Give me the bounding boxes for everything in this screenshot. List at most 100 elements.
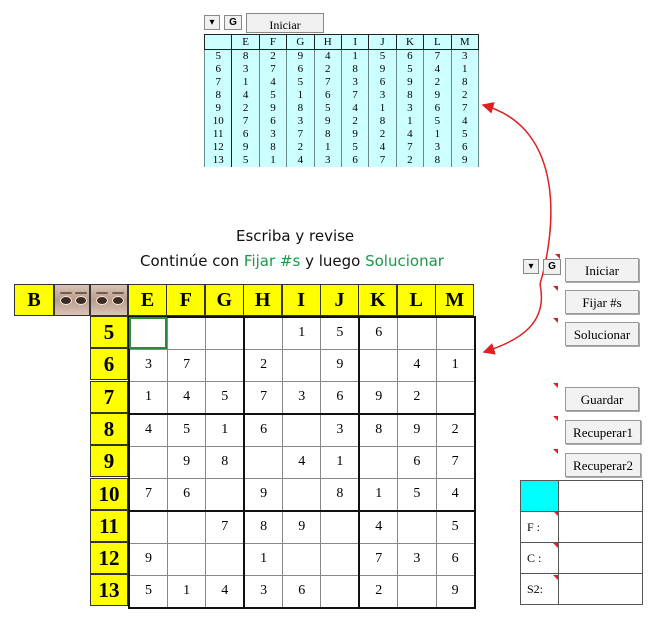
top-start-button[interactable]: Iniciar — [246, 13, 324, 33]
sudoku-cell[interactable] — [435, 315, 476, 350]
sudoku-cell[interactable]: 2 — [435, 412, 476, 447]
sudoku-cell[interactable]: 9 — [397, 412, 437, 447]
side-g-button[interactable]: G — [543, 259, 561, 275]
sudoku-cell[interactable] — [166, 509, 207, 544]
preview-col-header: I — [340, 34, 370, 50]
sudoku-cell[interactable] — [166, 315, 207, 350]
comment-marker — [553, 416, 558, 421]
sudoku-cell[interactable] — [397, 574, 437, 609]
sudoku-cell[interactable]: 5 — [397, 477, 437, 512]
sudoku-cell[interactable]: 1 — [358, 477, 399, 512]
sudoku-cell[interactable]: 6 — [397, 445, 437, 479]
sudoku-cell[interactable]: 3 — [397, 542, 437, 576]
arrow-to-grid — [482, 283, 543, 355]
sudoku-cell[interactable]: 1 — [243, 542, 284, 576]
preview-cell: 2 — [368, 128, 397, 141]
preview-cell: 6 — [395, 49, 425, 63]
row-label-5: 5 — [90, 316, 128, 348]
top-g-button[interactable]: G — [224, 15, 242, 30]
sudoku-cell[interactable]: 9 — [127, 542, 168, 576]
preview-cell: 9 — [423, 89, 452, 102]
column-header-i: I — [281, 284, 321, 316]
preview-cell: 2 — [450, 89, 480, 102]
s2-value-cell[interactable] — [558, 573, 643, 605]
guardar-button[interactable]: Guardar — [565, 387, 639, 411]
preview-cell: 4 — [450, 115, 480, 128]
sudoku-cell[interactable]: 2 — [358, 574, 399, 609]
sudoku-cell[interactable] — [320, 574, 360, 609]
sudoku-cell[interactable] — [282, 412, 322, 447]
preview-cell: 9 — [258, 102, 288, 115]
column-header-j: J — [320, 284, 359, 316]
sudoku-cell[interactable]: 3 — [243, 574, 284, 609]
sudoku-cell[interactable]: 8 — [243, 509, 284, 544]
sudoku-cell[interactable]: 6 — [435, 542, 476, 576]
arrow-to-preview — [481, 102, 552, 285]
sudoku-cell[interactable]: 1 — [435, 348, 476, 383]
sudoku-cell[interactable]: 4 — [205, 574, 245, 609]
preview-cell: 4 — [286, 154, 315, 167]
sudoku-cell[interactable]: 7 — [205, 509, 245, 544]
sudoku-cell[interactable]: 9 — [435, 574, 476, 609]
sudoku-cell[interactable]: 5 — [435, 509, 476, 544]
sudoku-cell[interactable]: 4 — [397, 348, 437, 383]
preview-cell: 6 — [368, 76, 397, 89]
recuperar1-button[interactable]: Recuperar1 — [565, 420, 641, 444]
sudoku-cell[interactable]: 9 — [358, 381, 399, 415]
sudoku-cell[interactable] — [205, 348, 245, 383]
sudoku-cell[interactable]: 7 — [127, 477, 168, 512]
iniciar-button[interactable]: Iniciar — [565, 258, 639, 282]
f-value-cell[interactable] — [558, 511, 643, 543]
preview-cell: 4 — [368, 141, 397, 154]
sudoku-cell[interactable]: 4 — [358, 509, 399, 544]
sudoku-cell[interactable]: 1 — [320, 445, 360, 479]
sudoku-cell[interactable]: 8 — [205, 445, 245, 479]
row-label-12: 12 — [90, 542, 128, 575]
solucionar-button[interactable]: Solucionar — [565, 322, 639, 346]
preview-cell: 1 — [450, 63, 480, 76]
sudoku-cell[interactable]: 7 — [166, 348, 207, 383]
sudoku-cell[interactable]: 4 — [435, 477, 476, 512]
c-value-cell[interactable] — [558, 542, 643, 574]
row-label-13: 13 — [90, 574, 128, 607]
sudoku-cell[interactable]: 9 — [282, 509, 322, 544]
instruction-text-mid: y luego — [300, 252, 366, 270]
preview-cell: 7 — [450, 102, 480, 115]
sudoku-cell[interactable]: 6 — [282, 574, 322, 609]
sudoku-cell[interactable] — [205, 477, 245, 512]
c-label: C : — [520, 542, 559, 574]
sudoku-cell[interactable]: 6 — [166, 477, 207, 512]
sudoku-cell[interactable]: 3 — [320, 412, 360, 447]
sudoku-cell[interactable]: 6 — [320, 381, 360, 415]
recuperar2-button[interactable]: Recuperar2 — [565, 453, 641, 477]
preview-cell: 1 — [231, 76, 260, 89]
preview-cell: 5 — [340, 141, 370, 154]
preview-row-header: 8 — [203, 89, 233, 102]
comment-marker — [553, 543, 558, 548]
top-dropdown-button[interactable]: ▾ — [204, 15, 220, 30]
preview-cell: 3 — [313, 154, 342, 167]
side-dropdown-button[interactable]: ▾ — [523, 259, 539, 274]
comment-marker — [553, 575, 558, 580]
sudoku-cell[interactable] — [243, 445, 284, 479]
sudoku-cell[interactable]: 5 — [205, 381, 245, 415]
preview-cell: 5 — [450, 128, 480, 141]
sudoku-cell[interactable]: 6 — [243, 412, 284, 447]
sudoku-cell[interactable] — [282, 542, 322, 576]
preview-cell: 5 — [286, 76, 315, 89]
preview-cell: 5 — [395, 63, 425, 76]
fijar-button[interactable]: Fijar #s — [565, 290, 639, 314]
sudoku-cell[interactable]: 9 — [243, 477, 284, 512]
s2-label: S2: — [520, 573, 559, 605]
sudoku-cell[interactable]: 7 — [358, 542, 399, 576]
sudoku-cell[interactable]: 1 — [205, 412, 245, 447]
sudoku-cell[interactable] — [358, 445, 399, 479]
